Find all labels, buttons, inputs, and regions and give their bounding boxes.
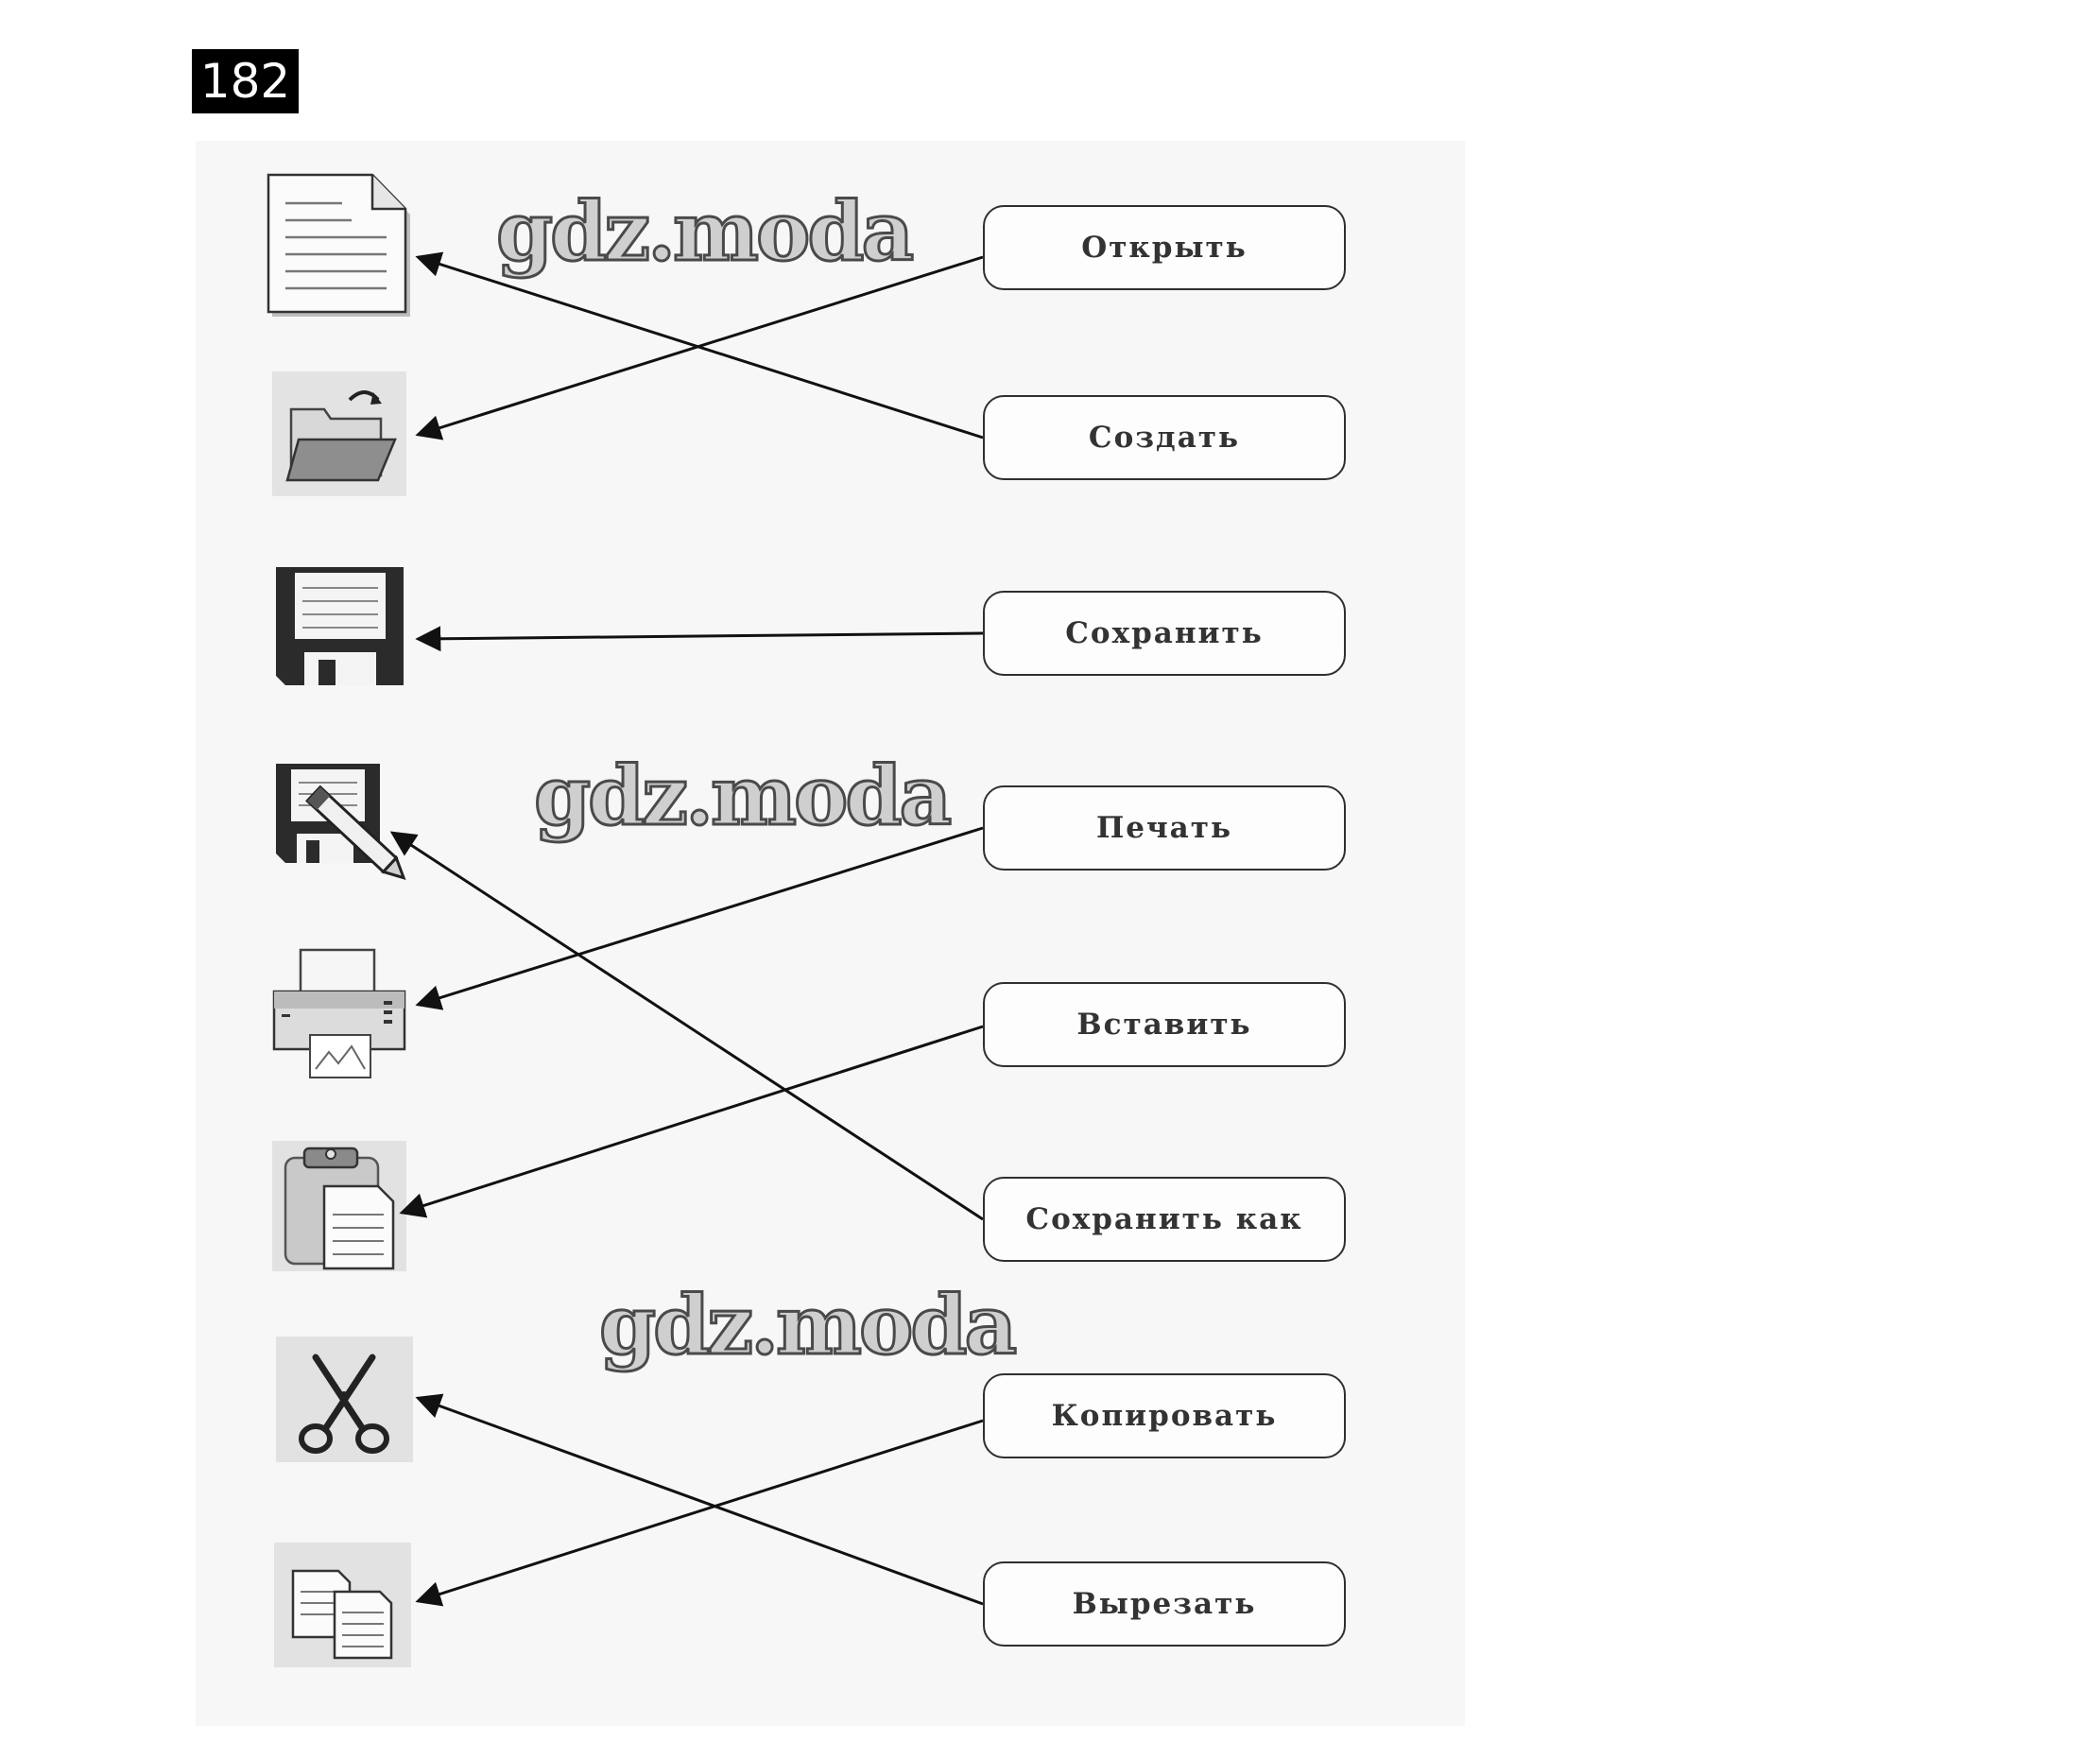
clipboard-paste-icon <box>272 1141 406 1271</box>
watermark: gdz.moda <box>494 183 915 282</box>
task-number: 182 <box>192 49 299 113</box>
command-label: Печать <box>1095 811 1233 845</box>
arrow-paste-to-clipboard <box>399 1025 984 1218</box>
command-label: Создать <box>1088 421 1241 455</box>
scissors-icon <box>276 1336 413 1462</box>
command-label: Сохранить как <box>1025 1202 1303 1236</box>
command-box-save-as: Сохранить как <box>983 1177 1346 1262</box>
arrow-print-to-printer <box>415 826 984 1010</box>
command-label: Копировать <box>1051 1399 1278 1433</box>
watermark: gdz.moda <box>597 1277 1018 1375</box>
floppy-disk-pencil-icon <box>276 764 406 880</box>
command-box-open: Открыть <box>983 205 1346 290</box>
floppy-disk-icon <box>276 567 404 685</box>
command-label: Вставить <box>1076 1008 1252 1042</box>
watermark: gdz.moda <box>532 748 953 846</box>
arrow-create-to-document <box>415 251 984 440</box>
arrow-cut-to-scissors <box>415 1393 984 1606</box>
command-label: Сохранить <box>1065 616 1264 650</box>
arrow-save-to-floppy <box>415 626 984 652</box>
command-label: Вырезать <box>1072 1587 1257 1621</box>
command-label: Открыть <box>1081 231 1248 265</box>
copy-documents-icon <box>274 1543 411 1667</box>
open-folder-icon <box>272 371 406 496</box>
arrow-copy-to-documents <box>415 1419 984 1607</box>
arrow-save-as-to-floppy-pencil <box>389 831 984 1221</box>
command-box-paste: Вставить <box>983 982 1346 1067</box>
command-box-create: Создать <box>983 395 1346 480</box>
new-document-icon <box>267 173 410 317</box>
printer-icon <box>272 948 406 1078</box>
command-box-copy: Копировать <box>983 1373 1346 1458</box>
command-box-print: Печать <box>983 785 1346 871</box>
command-box-cut: Вырезать <box>983 1561 1346 1647</box>
command-box-save: Сохранить <box>983 591 1346 676</box>
